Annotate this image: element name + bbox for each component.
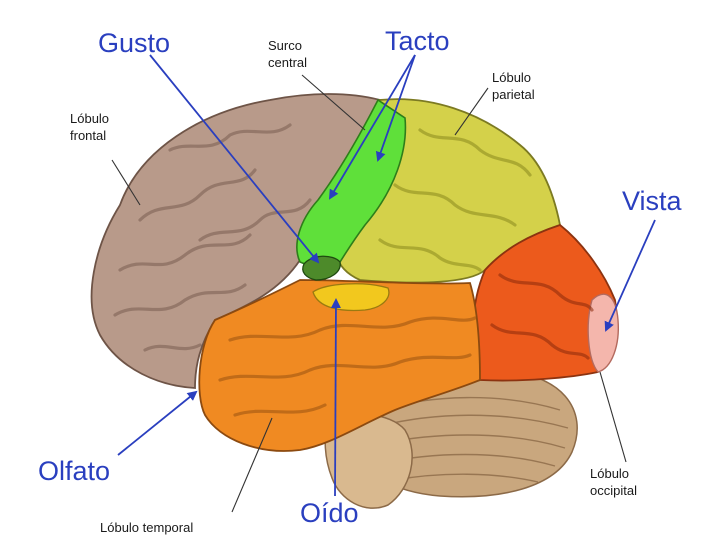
occipital-label-1: Lóbulo bbox=[590, 466, 629, 481]
olfato-label: Olfato bbox=[38, 456, 110, 486]
visual-cortex bbox=[588, 294, 618, 372]
gustatory-area bbox=[303, 256, 340, 280]
olfato-arrow bbox=[118, 392, 196, 455]
frontal-label-1: Lóbulo bbox=[70, 111, 109, 126]
occipital-label-2: occipital bbox=[590, 483, 637, 498]
occipital-leader bbox=[600, 372, 626, 462]
parietal-label-2: parietal bbox=[492, 87, 535, 102]
vista-arrow bbox=[606, 220, 655, 330]
parietal-label-1: Lóbulo bbox=[492, 70, 531, 85]
gusto-label: Gusto bbox=[98, 28, 170, 58]
temporal-label: Lóbulo temporal bbox=[100, 520, 193, 535]
oido-arrow bbox=[335, 300, 336, 496]
vista-label: Vista bbox=[622, 186, 683, 216]
surco-label-1: Surco bbox=[268, 38, 302, 53]
oido-label: Oído bbox=[300, 498, 359, 528]
frontal-label-2: frontal bbox=[70, 128, 106, 143]
tacto-label: Tacto bbox=[385, 26, 450, 56]
surco-label-2: central bbox=[268, 55, 307, 70]
